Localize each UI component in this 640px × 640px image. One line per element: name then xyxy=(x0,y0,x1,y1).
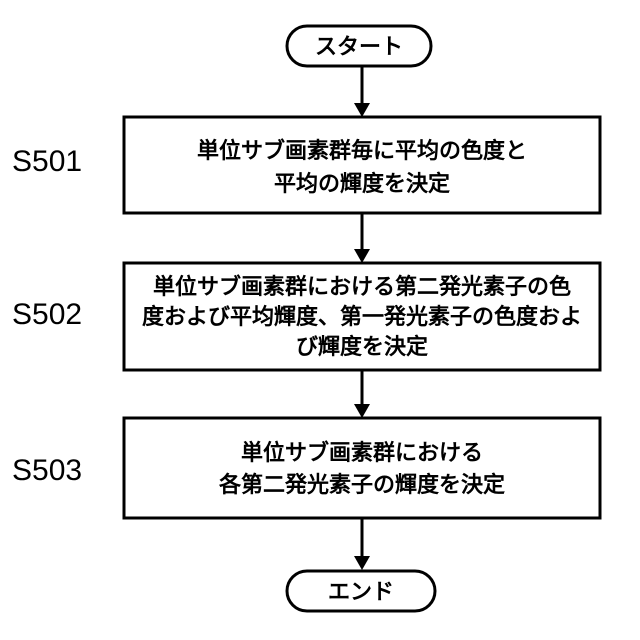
s502-line-3: び輝度を決定 xyxy=(296,334,428,360)
arrow-s501-to-s502 xyxy=(354,213,370,263)
s503-line-2: 各第二発光素子の輝度を決定 xyxy=(218,472,505,498)
arrow-start-to-s501 xyxy=(354,66,370,117)
end-label: エンド xyxy=(328,580,394,605)
s502-line-2: 度および平均輝度、第一発光素子の色度およ xyxy=(142,304,582,330)
s502-line-1: 単位サブ画素群における第二発光素子の色 xyxy=(153,274,571,300)
start-terminal: スタート xyxy=(287,26,431,66)
step-label-s502: S502 xyxy=(12,298,82,331)
end-terminal: エンド xyxy=(287,571,435,611)
process-box-s502: 単位サブ画素群における第二発光素子の色 度および平均輝度、第一発光素子の色度およ… xyxy=(124,263,600,370)
s501-line-1: 単位サブ画素群毎に平均の色度と xyxy=(197,138,527,164)
arrow-s503-to-end xyxy=(354,518,370,570)
step-label-s501: S501 xyxy=(12,145,82,178)
start-label: スタート xyxy=(315,35,403,60)
s503-line-1: 単位サブ画素群における xyxy=(241,440,483,466)
process-box-s501: 単位サブ画素群毎に平均の色度と 平均の輝度を決定 xyxy=(124,117,600,213)
step-label-s503: S503 xyxy=(12,454,82,487)
s501-line-2: 平均の輝度を決定 xyxy=(274,171,450,197)
process-box-s503: 単位サブ画素群における 各第二発光素子の輝度を決定 xyxy=(124,418,600,518)
arrow-s502-to-s503 xyxy=(354,370,370,418)
